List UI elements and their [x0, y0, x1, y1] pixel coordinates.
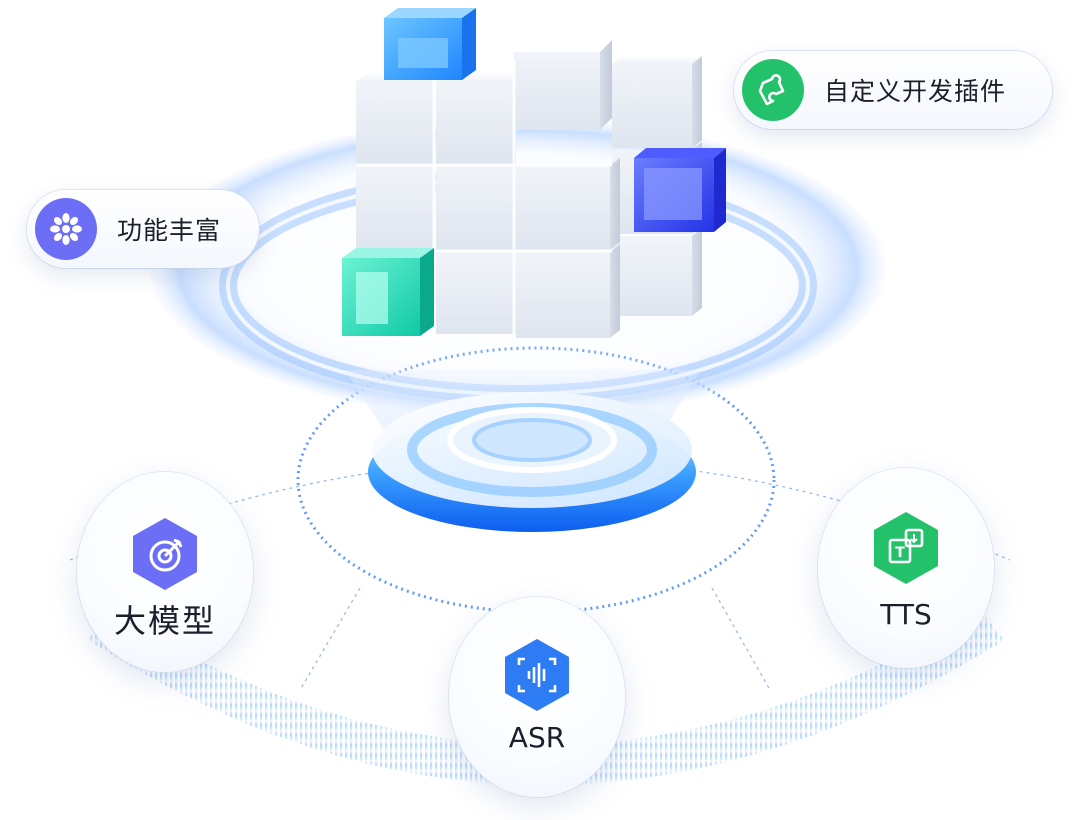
llm-node: 大模型 — [77, 472, 253, 672]
text-transform-icon: T — [874, 512, 938, 584]
features-pill: 功能丰富 — [27, 190, 259, 268]
puzzle-icon — [742, 59, 804, 121]
connector-line-right — [711, 587, 771, 691]
plugins-pill: 自定义开发插件 — [734, 51, 1052, 129]
accent-cube-teal — [342, 248, 434, 336]
features-label: 功能丰富 — [117, 216, 222, 245]
svg-text:T: T — [895, 545, 905, 561]
target-icon — [133, 518, 197, 590]
sparkle-icon — [35, 198, 97, 260]
plugins-label: 自定义开发插件 — [824, 77, 1007, 106]
tts-label: TTS — [880, 598, 932, 631]
llm-label: 大模型 — [113, 602, 216, 640]
voice-scan-icon — [505, 639, 569, 711]
accent-cube-indigo — [634, 148, 726, 232]
asr-label: ASR — [508, 721, 566, 754]
asr-node: ASR — [449, 597, 625, 797]
cube-cluster — [342, 8, 726, 340]
accent-cube-blue — [384, 8, 476, 80]
striped-arc — [88, 610, 1004, 785]
connector-line-left — [299, 587, 361, 691]
tts-node: T TTS — [818, 468, 994, 668]
